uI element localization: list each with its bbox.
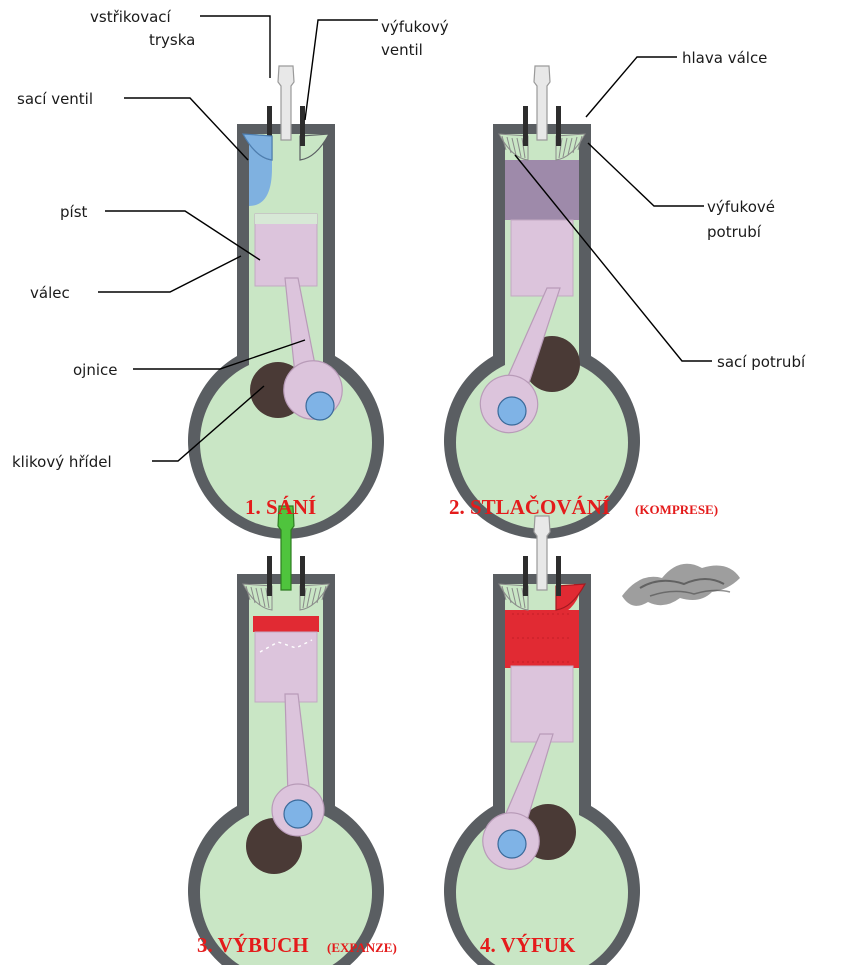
label-hlava-valce: hlava válce — [682, 49, 767, 67]
caption-explosion-sub: (EXPANZE) — [327, 940, 397, 955]
caption-intake: 1. SÁNÍ — [245, 495, 316, 519]
engine-compression — [444, 66, 640, 539]
engine-explosion — [188, 506, 384, 965]
caption-compression: 2. STLAČOVÁNÍ — [449, 495, 610, 519]
caption-exhaust: 4. VÝFUK — [480, 933, 576, 957]
label-saci-potrubi: sací potrubí — [717, 353, 806, 371]
exhaust-smoke — [622, 564, 740, 606]
label-pist: píst — [60, 203, 88, 221]
engine-intake — [188, 66, 384, 539]
label-ojnice: ojnice — [73, 361, 118, 379]
label-potrubi: potrubí — [707, 223, 762, 241]
label-valec: válec — [30, 284, 70, 302]
engine-exhaust — [444, 516, 640, 965]
caption-compression-sub: (KOMPRESE) — [635, 502, 718, 517]
label-tryska: tryska — [149, 31, 195, 49]
label-vstrikovaci: vstřikovací — [90, 8, 172, 26]
label-saci-ventil: sací ventil — [17, 90, 93, 108]
label-klikovy-hridel: klikový hřídel — [12, 453, 112, 471]
label-ventil: ventil — [381, 41, 423, 59]
label-vyfukove: výfukové — [707, 198, 775, 216]
caption-explosion: 3. VÝBUCH — [197, 933, 309, 957]
label-vyfukovy: výfukový — [381, 18, 449, 36]
